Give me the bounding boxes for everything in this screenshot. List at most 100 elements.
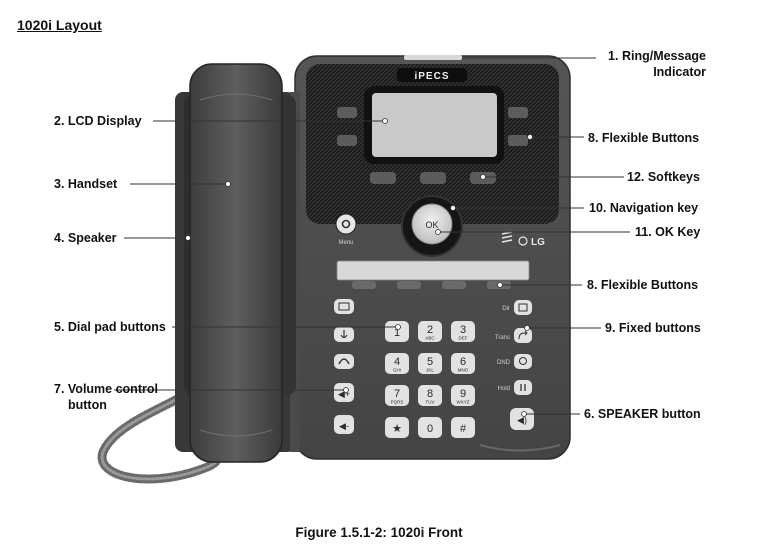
- dial-key-face[interactable]: [385, 385, 409, 406]
- gear-icon: [341, 219, 351, 229]
- brand-logo-badge: [397, 68, 467, 82]
- lg-logo-mark: [518, 236, 528, 246]
- flexible-button-strip-1[interactable]: [352, 281, 376, 289]
- envelope-icon: [338, 302, 350, 311]
- flexible-button-strip-3[interactable]: [442, 281, 466, 289]
- dial-key[interactable]: ★: [385, 417, 409, 438]
- label-lcd-display: 2. LCD Display: [54, 114, 142, 128]
- dial-key-digit: ★: [392, 423, 402, 435]
- label-ring-line-2: Indicator: [653, 65, 706, 79]
- dial-key-letters: GHI: [393, 368, 401, 373]
- dial-key-digit: #: [460, 423, 467, 435]
- volume-up-button[interactable]: [334, 383, 354, 402]
- label-dial-pad: 5. Dial pad buttons: [54, 320, 166, 334]
- dial-key-face[interactable]: [451, 417, 475, 438]
- flexible-button-right-2[interactable]: [508, 135, 528, 146]
- label-volume-line-1: 7. Volume control: [54, 382, 158, 396]
- dial-key-face[interactable]: [451, 353, 475, 374]
- message-button[interactable]: [334, 299, 354, 314]
- book-icon: [518, 303, 528, 312]
- transfer-icon: [518, 330, 528, 340]
- ring-message-indicator: [404, 55, 462, 60]
- leader-dots: [185, 118, 533, 417]
- dial-key-letters: DEF: [459, 336, 468, 341]
- flexible-button-strip-2[interactable]: [397, 281, 421, 289]
- dial-key[interactable]: 1: [385, 321, 409, 342]
- label-speaker-button: 6. SPEAKER button: [584, 407, 701, 421]
- figure-caption: Figure 1.5.1-2: 1020i Front: [295, 525, 463, 540]
- dial-key-face[interactable]: [451, 321, 475, 342]
- volume-down-icon: ◀-: [339, 421, 349, 431]
- leader-lines: [114, 57, 630, 415]
- microphone-icon: [340, 330, 348, 339]
- dnd-button[interactable]: [514, 354, 532, 369]
- hold-label: Hold: [498, 386, 510, 392]
- label-handset: 3. Handset: [54, 177, 118, 191]
- flexible-button-right-1[interactable]: [508, 107, 528, 118]
- label-ring-line-1: 1. Ring/Message: [608, 49, 706, 63]
- dial-key-digit: 8: [427, 388, 433, 400]
- pause-icon: [520, 384, 526, 391]
- dial-key-face[interactable]: [418, 353, 442, 374]
- label-flexible-buttons-top: 8. Flexible Buttons: [588, 131, 700, 145]
- dnd-label: DND: [497, 360, 511, 366]
- dial-key-face[interactable]: [418, 321, 442, 342]
- dial-key-letters: WXYZ: [457, 400, 470, 405]
- ok-key-label: OK: [425, 220, 438, 230]
- dial-key-digit: 1: [394, 327, 400, 339]
- handset: [184, 63, 296, 463]
- hold-button[interactable]: [514, 380, 532, 395]
- ok-key[interactable]: [411, 203, 453, 245]
- dial-key-letters: TUV: [426, 400, 435, 405]
- dir-label: Dir: [502, 306, 510, 312]
- dial-key-digit: 4: [394, 356, 400, 368]
- page-title: 1020i Layout: [17, 17, 102, 33]
- label-ok-key: 11. OK Key: [635, 225, 701, 239]
- dial-key-digit: 0: [427, 423, 433, 435]
- menu-button[interactable]: [335, 213, 357, 235]
- softkey-2[interactable]: [420, 172, 446, 184]
- dial-key-face[interactable]: [385, 417, 409, 438]
- dial-key-face[interactable]: [418, 385, 442, 406]
- flexible-button-left-1[interactable]: [337, 107, 357, 118]
- dial-key-digit: 9: [460, 388, 466, 400]
- dial-key[interactable]: 0: [418, 417, 442, 438]
- handset-cord: [97, 389, 221, 484]
- label-fixed-buttons: 9. Fixed buttons: [605, 321, 701, 335]
- flexible-button-left-2[interactable]: [337, 135, 357, 146]
- transfer-button[interactable]: [514, 328, 532, 343]
- softkey-1[interactable]: [370, 172, 396, 184]
- dial-key-digit: 2: [427, 324, 433, 336]
- lg-logo: LG: [531, 237, 545, 248]
- headset-icon: [338, 358, 350, 365]
- dial-key-letters: JKL: [426, 368, 434, 373]
- lcd-display: [372, 93, 497, 157]
- label-navigation-key: 10. Navigation key: [589, 201, 699, 215]
- dial-key-face[interactable]: [451, 385, 475, 406]
- dial-key-face[interactable]: [385, 321, 409, 342]
- directory-button[interactable]: [514, 300, 532, 315]
- dial-key-face[interactable]: [385, 353, 409, 374]
- dial-key-letters: ABC: [425, 336, 435, 341]
- volume-down-button[interactable]: [334, 415, 354, 434]
- headset-button[interactable]: [334, 354, 354, 369]
- menu-label: Menu: [338, 240, 353, 246]
- trans-label: Trans: [495, 335, 510, 341]
- dial-key-digit: 3: [460, 324, 466, 336]
- dial-key-face[interactable]: [418, 417, 442, 438]
- label-volume-line-2: button: [68, 398, 107, 412]
- dial-key-letters: MNO: [458, 368, 469, 373]
- dial-key-digit: 7: [394, 388, 400, 400]
- flexible-label-strip: [336, 260, 530, 281]
- dial-key[interactable]: #: [451, 417, 475, 438]
